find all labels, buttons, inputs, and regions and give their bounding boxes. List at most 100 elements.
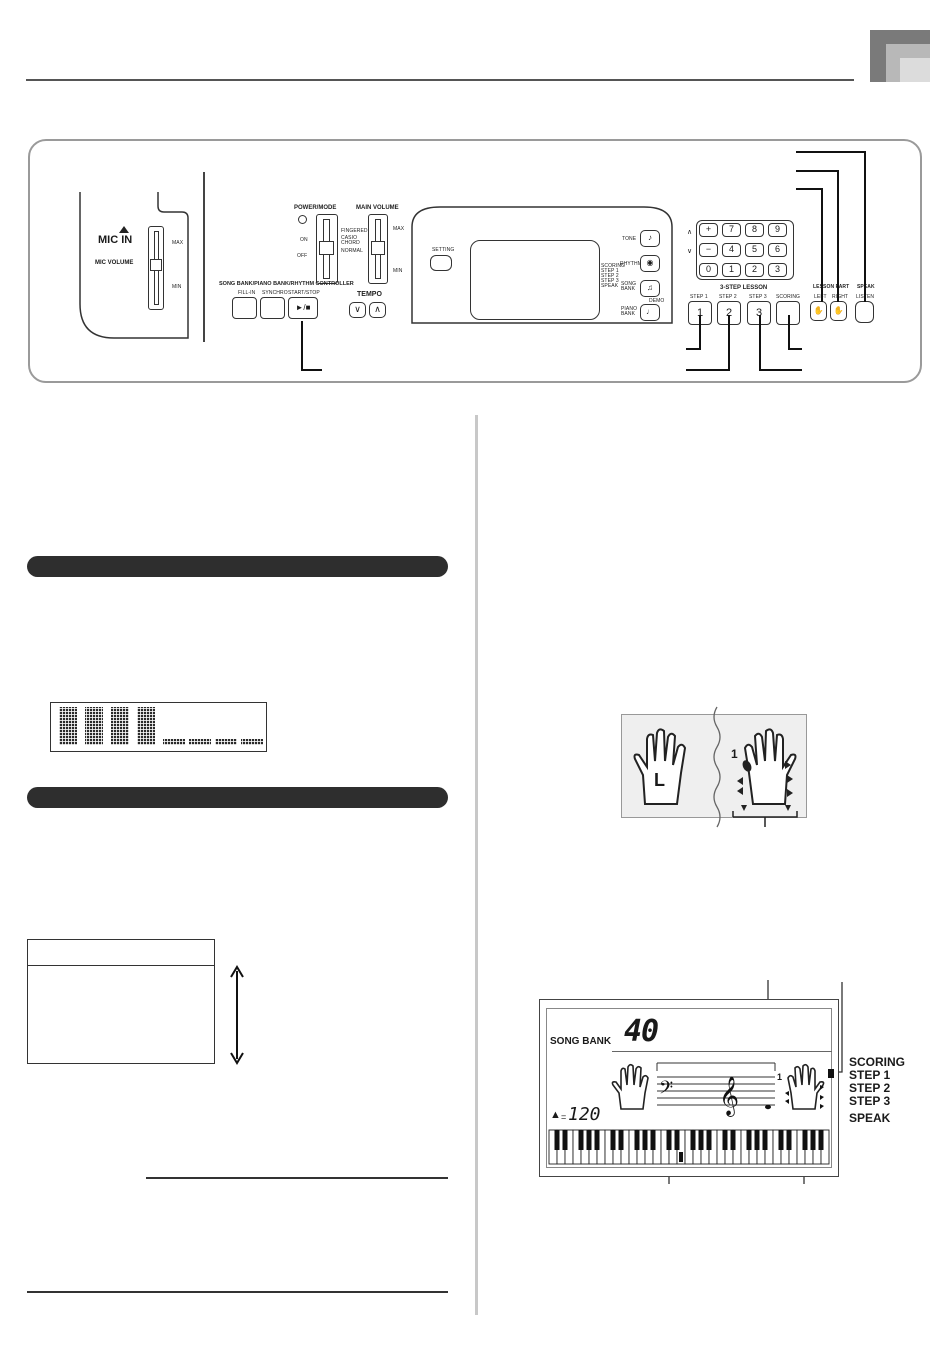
lcd-left-hand-icon	[611, 1063, 649, 1110]
display-scoring: SCORING	[601, 263, 626, 269]
lesson-left-button[interactable]: ✋	[810, 301, 827, 321]
display-step2: STEP 2	[601, 273, 619, 279]
keypad-minus[interactable]: −	[699, 243, 718, 257]
tempo-up-button[interactable]: ∧	[369, 302, 386, 318]
treble-clef-icon: 𝄞	[719, 1076, 739, 1117]
tempo-down-button[interactable]: ∨	[349, 302, 366, 318]
lesson-part-title: LESSON PART	[813, 284, 850, 290]
mic-in-title: MIC IN	[98, 234, 133, 246]
lesson-left-label: LEFT	[814, 294, 827, 300]
black-key	[818, 1130, 824, 1150]
down-arrow-icon: ∨	[687, 248, 693, 255]
black-key	[690, 1130, 696, 1150]
black-key	[786, 1130, 792, 1150]
main-volume-max: MAX	[393, 226, 405, 232]
keypad-1[interactable]: 1	[722, 263, 741, 277]
info-box-header-rule	[28, 965, 214, 967]
black-key	[586, 1130, 592, 1150]
lcd-underline	[612, 1051, 832, 1052]
main-volume-slider[interactable]	[368, 214, 388, 284]
mic-volume-slider[interactable]	[148, 226, 164, 310]
rhythm-button[interactable]: ◉	[640, 255, 660, 272]
mode-normal: NORMAL	[341, 248, 363, 254]
black-key	[642, 1130, 648, 1150]
step2-label: STEP 2	[719, 294, 737, 300]
display-step3: STEP 3	[601, 278, 619, 284]
song-bank-button[interactable]: ♫	[640, 280, 660, 297]
note-top-rule	[146, 1177, 448, 1179]
chevron-up-icon: ∧	[374, 304, 381, 314]
metronome-icon: ▲	[550, 1109, 561, 1121]
finger-display-art	[633, 706, 798, 828]
black-key	[746, 1130, 752, 1150]
corner-tab	[870, 30, 930, 82]
keypad-3[interactable]: 3	[768, 263, 787, 277]
header-rule	[26, 79, 854, 81]
controller-title: SONG BANK/PIANO BANK/RHYTHM CONTROLLER	[219, 281, 354, 287]
black-key	[650, 1130, 656, 1150]
lcd-side-step1: STEP 1	[849, 1068, 891, 1082]
mic-volume-label: MIC VOLUME	[95, 260, 134, 266]
keypad-8[interactable]: 8	[745, 223, 764, 237]
power-mode-title: POWER/MODE	[294, 205, 337, 211]
black-key	[778, 1130, 784, 1150]
rhythm-label: RHYTHM	[620, 261, 642, 267]
keypad-6[interactable]: 6	[768, 243, 787, 257]
black-key	[730, 1130, 736, 1150]
black-key	[562, 1130, 568, 1150]
black-key	[802, 1130, 808, 1150]
lcd-right-hand-icon	[787, 1063, 825, 1110]
power-mode-switch[interactable]	[316, 214, 338, 284]
demo-label: DEMO	[649, 298, 665, 304]
three-step-title: 3-STEP LESSON	[720, 285, 768, 291]
black-key	[698, 1130, 704, 1150]
song-bank-label: SONG BANK	[621, 281, 637, 292]
lcd-side-step3: STEP 3	[849, 1094, 891, 1108]
finger-markers	[737, 761, 793, 811]
keypad-9[interactable]: 9	[768, 223, 787, 237]
note-icon: ♫	[647, 283, 653, 292]
keypad-2[interactable]: 2	[745, 263, 764, 277]
piano-bank-button[interactable]: ♩	[640, 304, 660, 321]
key-indicator	[679, 1152, 683, 1162]
keypad-0[interactable]: 0	[699, 263, 718, 277]
lcd-part-indicator	[828, 1069, 834, 1078]
left-hand-icon	[633, 728, 687, 805]
fill-in-label: FILL-IN	[238, 290, 256, 296]
mic-min-label: MIN	[172, 284, 182, 290]
main-lcd-screen	[470, 240, 600, 320]
black-key	[578, 1130, 584, 1150]
mode-casio-chord: CASIO CHORD	[341, 235, 360, 246]
setting-label: SETTING	[432, 247, 455, 253]
note-head-icon	[765, 1104, 771, 1110]
guitar-icon: ♪	[648, 233, 652, 242]
black-key	[594, 1130, 600, 1150]
lesson-right-label: RIGHT	[832, 294, 849, 300]
start-stop-button[interactable]: ►/■	[288, 297, 318, 319]
center-console	[410, 205, 674, 325]
right-hand-icon	[743, 728, 797, 805]
tone-label: TONE	[622, 236, 637, 242]
finger-left-letter: L	[654, 770, 665, 790]
lcd-tempo-prefix: =	[561, 1112, 567, 1122]
lcd-tempo: 120	[568, 1104, 601, 1125]
keypad-plus[interactable]: +	[699, 223, 718, 237]
setting-button[interactable]	[430, 255, 452, 271]
lcd-mode-label: SONG BANK	[550, 1036, 612, 1047]
mic-divider	[203, 172, 205, 342]
vertical-double-arrow-icon	[230, 965, 244, 1065]
up-arrow-icon: ∧	[687, 229, 693, 236]
keypad-4[interactable]: 4	[722, 243, 741, 257]
lcd-finger-number: 1	[777, 1072, 783, 1082]
synchro-button[interactable]	[260, 297, 285, 319]
tone-button[interactable]: ♪	[640, 230, 660, 247]
keypad-5[interactable]: 5	[745, 243, 764, 257]
chevron-down-icon: ∨	[354, 304, 361, 314]
play-stop-icon: ►/■	[295, 303, 311, 312]
left-hand-icon: ✋	[813, 306, 824, 315]
black-key	[618, 1130, 624, 1150]
lcd-song-number: 40	[624, 1014, 659, 1049]
fill-in-button[interactable]	[232, 297, 257, 319]
keypad-7[interactable]: 7	[722, 223, 741, 237]
note-bottom-rule	[27, 1291, 448, 1293]
